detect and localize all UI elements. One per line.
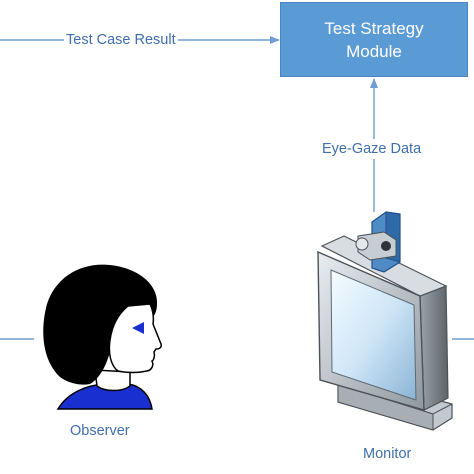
test-strategy-module: Test Strategy Module <box>280 2 468 77</box>
observer-eye-icon <box>132 322 144 334</box>
monitor-figure <box>317 211 453 431</box>
module-title-line1: Test Strategy <box>324 18 424 38</box>
observer-neck <box>94 369 131 392</box>
eye-tracker-camera-icon <box>355 211 401 273</box>
eye-gaze-data-label: Eye-Gaze Data <box>320 139 424 159</box>
module-title-line2: Module <box>346 41 402 61</box>
monitor-body-side <box>419 285 449 411</box>
observer-label: Observer <box>70 423 130 439</box>
observer-figure <box>43 264 162 410</box>
observer-hair <box>43 264 158 385</box>
monitor-screen <box>330 269 417 401</box>
test-case-result-label: Test Case Result <box>64 32 178 48</box>
monitor-label: Monitor <box>363 446 412 462</box>
observer-face <box>108 303 162 374</box>
